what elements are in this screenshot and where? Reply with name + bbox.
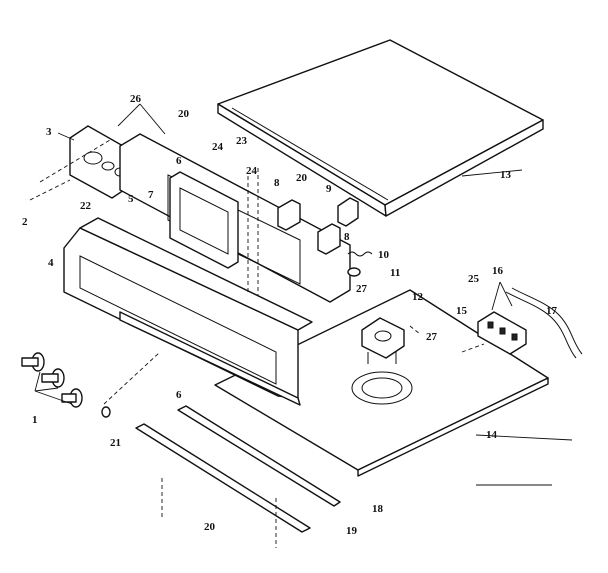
spring-part	[347, 251, 373, 257]
bottom-strip-part	[135, 423, 311, 533]
callout-21: 21	[110, 437, 121, 449]
callout-23: 23	[236, 135, 248, 147]
callout-11: 11	[390, 267, 400, 279]
assembly-lines	[29, 139, 485, 548]
callout-3: 3	[46, 126, 52, 138]
callout-9: 9	[326, 183, 332, 195]
callout-26: 26	[130, 93, 142, 105]
terminal-block-part	[477, 311, 527, 355]
callout-8-upper: 8	[274, 177, 280, 189]
window-panel-part	[169, 171, 239, 269]
trim-strip-part	[177, 405, 341, 507]
callout-4: 4	[48, 257, 54, 269]
callout-6-top: 6	[176, 155, 182, 167]
callout-18: 18	[372, 503, 384, 515]
callout-22: 22	[80, 200, 92, 212]
callout-27-lower: 27	[426, 331, 438, 343]
callout-labels: 1 2 3 4 5 6 6 7 8 8 9 10 11 12 13 14 15 …	[22, 93, 558, 537]
callout-1: 1	[32, 414, 38, 426]
callout-27-upper: 27	[356, 283, 368, 295]
callout-24-right: 24	[246, 165, 258, 177]
callout-17: 17	[546, 305, 558, 317]
callout-14: 14	[486, 429, 498, 441]
top-cover-part	[217, 39, 544, 217]
callout-7: 7	[148, 189, 154, 201]
callout-25: 25	[468, 273, 480, 285]
callout-2: 2	[22, 216, 28, 228]
callout-5: 5	[128, 193, 134, 205]
callout-16: 16	[492, 265, 504, 277]
callout-12: 12	[412, 291, 424, 303]
callout-20-top: 20	[178, 108, 190, 120]
callout-19: 19	[346, 525, 358, 537]
callout-15: 15	[456, 305, 468, 317]
clip-part	[337, 197, 359, 227]
power-cord-part	[505, 287, 583, 359]
knob-part	[21, 352, 83, 408]
callout-13: 13	[500, 169, 512, 181]
front-bezel-part	[63, 217, 313, 406]
base-plate-part	[214, 289, 549, 477]
callout-10: 10	[378, 249, 390, 261]
leader-lines	[34, 103, 573, 486]
motor-part	[361, 317, 405, 364]
small-washer-part	[101, 406, 111, 418]
callout-20-mid: 20	[296, 172, 308, 184]
washer-part	[347, 267, 361, 277]
switch-part	[277, 199, 341, 255]
callout-8-lower: 8	[344, 231, 350, 243]
callout-6-bottom: 6	[176, 389, 182, 401]
callout-24-left: 24	[212, 141, 224, 153]
callout-20-bottom: 20	[204, 521, 216, 533]
